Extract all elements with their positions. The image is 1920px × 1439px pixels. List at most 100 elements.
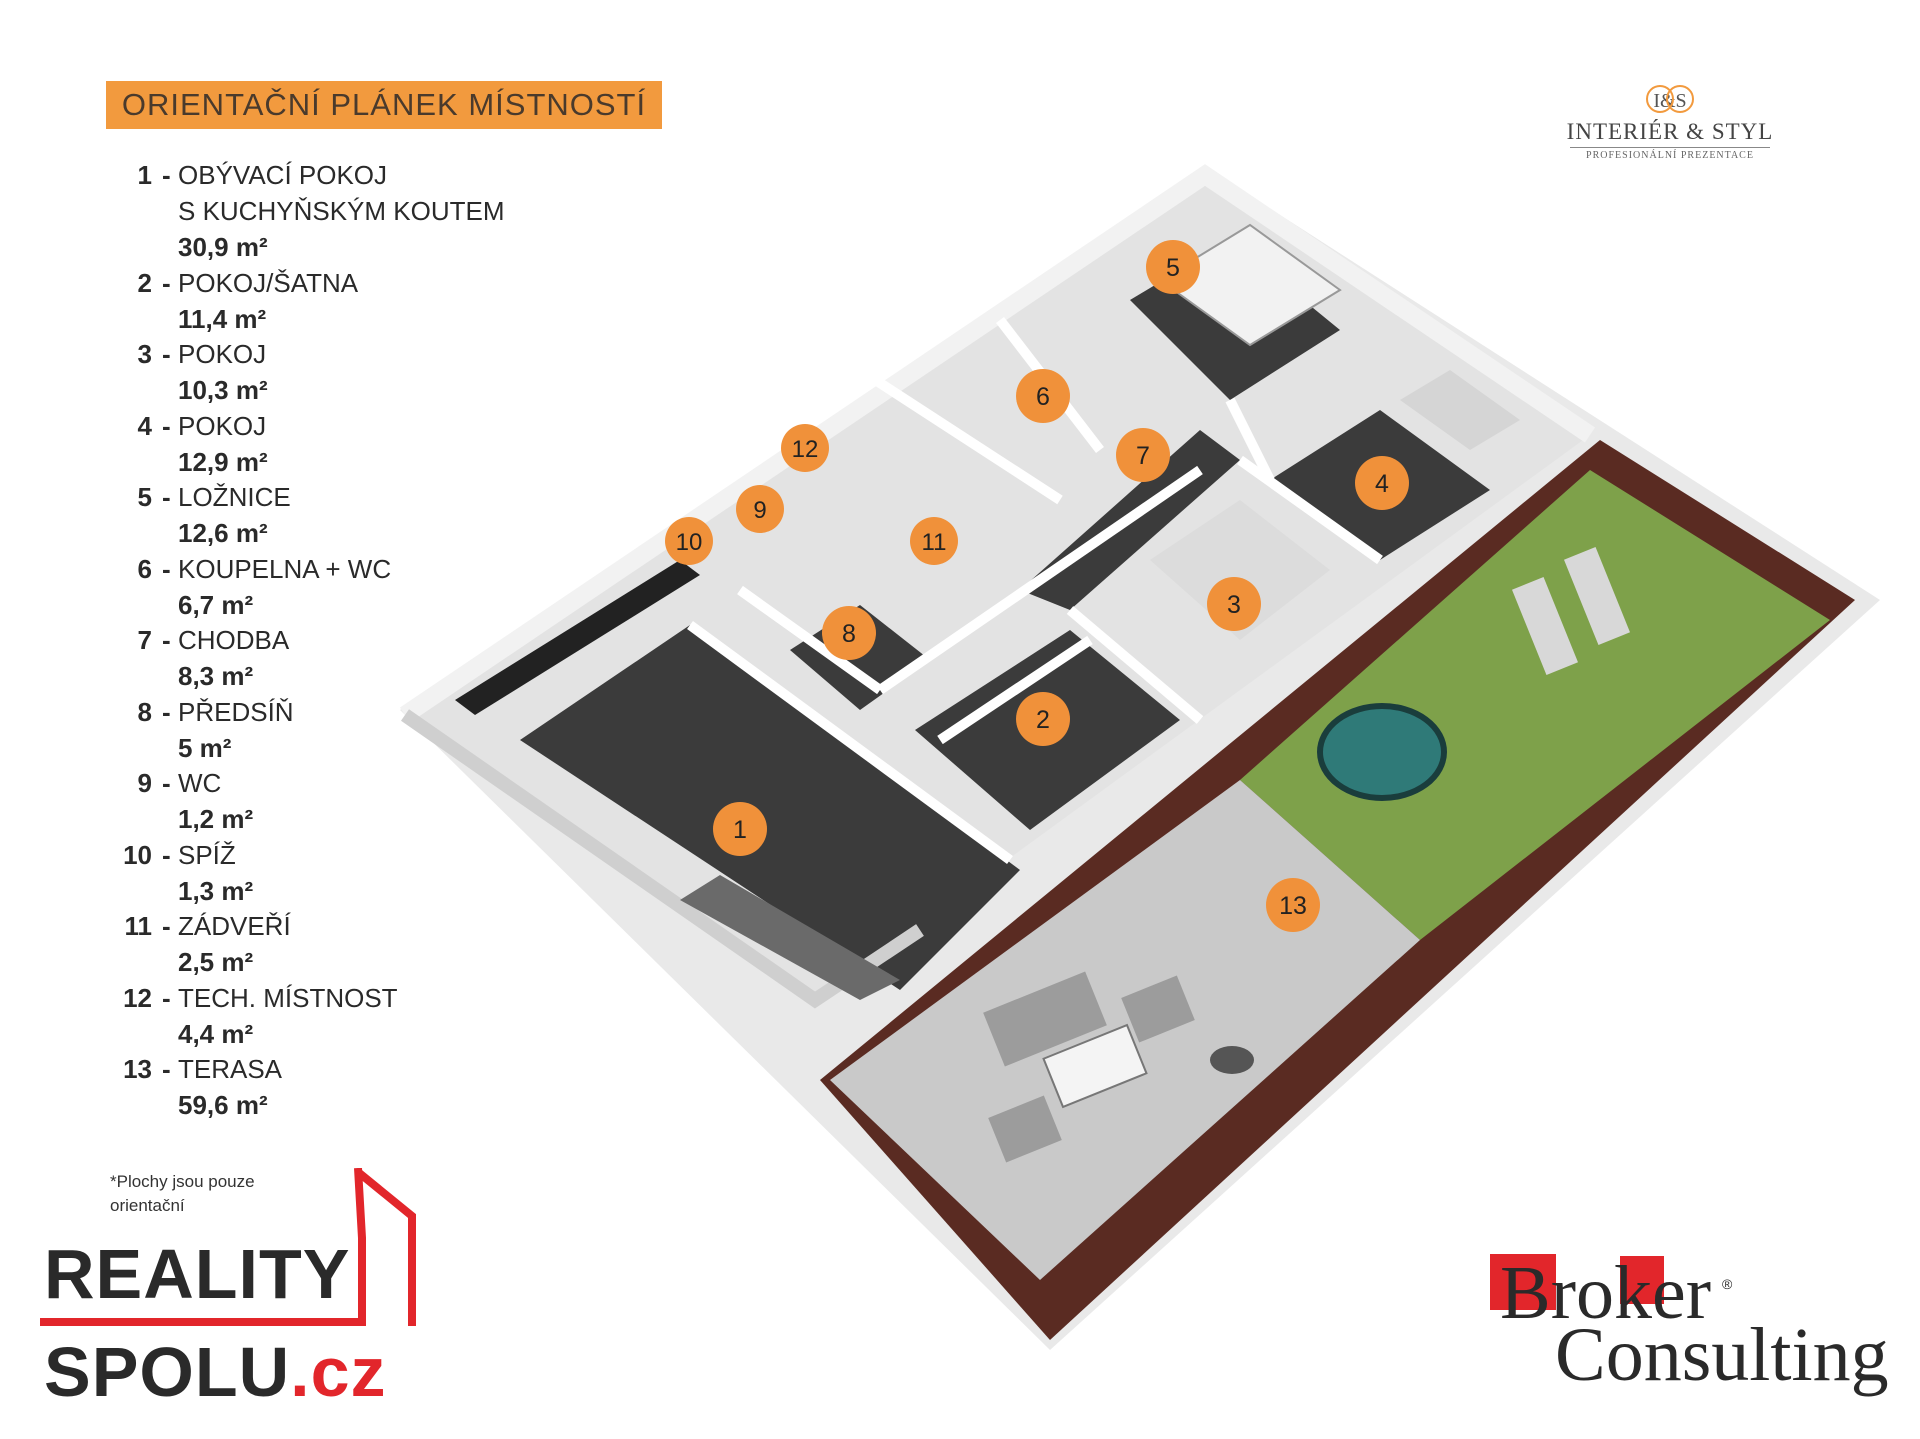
room-number: 6 [137, 553, 152, 584]
outdoor-sofa [983, 971, 1107, 1067]
room-marker-6: 6 [1016, 369, 1070, 423]
room-4-bed [1400, 370, 1520, 450]
kitchen-counter [455, 560, 700, 715]
room-marker-4: 4 [1355, 456, 1409, 510]
legend-item: 5 - LOŽNICE 12,6 m² [108, 482, 528, 554]
room-name: CHODBA [178, 625, 290, 655]
monogram-text: I&S [1653, 90, 1687, 112]
room-area: 4,4 m² [178, 1018, 254, 1049]
room-marker-5: 5 [1146, 240, 1200, 294]
legend-item: 13 - TERASA 59,6 m² [108, 1054, 528, 1126]
room-number: 8 [137, 696, 152, 727]
room-name: ZÁDVEŘÍ [178, 911, 291, 941]
room-legend: 1 - OBÝVACÍ POKOJ S KUCHYŇSKÝM KOUTEM 30… [108, 160, 528, 1126]
room-marker-7: 7 [1116, 428, 1170, 482]
consulting-wordmark: Consulting [1555, 1313, 1889, 1397]
legend-item: 4 - POKOJ 12,9 m² [108, 411, 528, 483]
marker-label: 9 [753, 497, 766, 524]
room-area: 1,2 m² [178, 804, 254, 834]
marker-circle [665, 517, 713, 565]
room-marker-8: 8 [822, 606, 876, 660]
marker-circle [1016, 369, 1070, 423]
interior-walls [687, 316, 1383, 865]
room-marker-12: 12 [781, 424, 829, 472]
room-marker-11: 11 [910, 517, 958, 565]
marker-circle [713, 802, 767, 856]
roof-icon [40, 1168, 416, 1326]
sun-lounger [1564, 546, 1630, 646]
room-dash: - [162, 267, 171, 298]
outdoor-chair [988, 1095, 1062, 1163]
interier-styl-logo: I&S INTERIÉR & STYL PROFESIONÁLNÍ PREZEN… [1560, 84, 1780, 174]
legend-item: 1 - OBÝVACÍ POKOJ S KUCHYŇSKÝM KOUTEM 30… [108, 160, 528, 268]
area-disclaimer: *Plochy jsou pouze orientační [110, 1170, 255, 1218]
room-name: WC [178, 768, 222, 798]
room-area: 11,4 m² [178, 303, 267, 334]
room-dash: - [162, 696, 171, 727]
marker-circle [1207, 577, 1261, 631]
marker-label: 11 [922, 529, 947, 556]
room-number: 9 [137, 768, 152, 798]
marker-circle [1355, 456, 1409, 510]
room-dash: - [162, 160, 171, 190]
outdoor-table [1042, 1023, 1148, 1109]
room-number: 5 [137, 482, 152, 512]
room-number: 12 [123, 982, 152, 1013]
marker-circle [736, 485, 784, 533]
room-dash: - [162, 911, 171, 941]
marker-label: 3 [1227, 591, 1241, 619]
room-area: 8,3 m² [178, 661, 254, 691]
marker-label: 8 [842, 620, 856, 648]
marker-label: 12 [792, 436, 819, 463]
marker-label: 4 [1375, 470, 1389, 498]
lawn-area [1240, 470, 1830, 940]
room-name-line2: S KUCHYŇSKÝM KOUTEM [178, 196, 505, 226]
room-area: 2,5 m² [178, 947, 254, 977]
outdoor-chair [1121, 975, 1195, 1043]
room-name: POKOJ [178, 410, 267, 441]
room-3-floor [1150, 500, 1330, 640]
reality-wordmark: REALITY [44, 1235, 351, 1313]
room-name: PŘEDSÍŇ [178, 696, 294, 727]
room-area: 6,7 m² [178, 589, 254, 620]
plan-title: ORIENTAČNÍ PLÁNEK MÍSTNOSTÍ [121, 87, 647, 122]
marker-label: 5 [1166, 254, 1180, 282]
legend-item: 11 - ZÁDVEŘÍ 2,5 m² [108, 911, 528, 983]
room-name: OBÝVACÍ POKOJ [178, 160, 388, 190]
broker-wordmark: Broker [1500, 1251, 1712, 1335]
room-name: POKOJ [178, 339, 267, 369]
disclaimer-line: orientační [110, 1196, 185, 1215]
spolu-tld: .cz [290, 1333, 387, 1411]
room-marker-1: 1 [713, 802, 767, 856]
room-number: 10 [123, 839, 152, 870]
trampoline [1317, 703, 1447, 801]
monogram-icon [1646, 85, 1694, 113]
room-name: LOŽNICE [178, 482, 291, 512]
floor-plan-illustration: 1 2 3 4 5 6 7 8 9 10 11 12 [399, 164, 1880, 1350]
registered-mark: ® [1722, 1276, 1733, 1292]
room-name: TECH. MÍSTNOST [178, 982, 398, 1013]
room-number: 4 [137, 410, 152, 441]
marker-circle [1116, 428, 1170, 482]
marker-label: 1 [733, 816, 747, 844]
marker-circle [822, 606, 876, 660]
legend-item: 12 - TECH. MÍSTNOST 4,4 m² [108, 983, 528, 1055]
room-number: 13 [123, 1054, 152, 1084]
room-name: SPÍŽ [178, 839, 236, 870]
broker-consulting-logo: Broker ® Consulting [1490, 1250, 1890, 1410]
legend-item: 6 - KOUPELNA + WC 6,7 m² [108, 554, 528, 626]
marker-label: 10 [676, 529, 703, 556]
marker-circle [781, 424, 829, 472]
room-area: 1,3 m² [178, 875, 254, 906]
room-marker-3: 3 [1207, 577, 1261, 631]
room-area: 12,6 m² [178, 518, 268, 548]
bedroom-bed [1158, 223, 1342, 347]
legend-item: 10 - SPÍŽ 1,3 m² [108, 840, 528, 912]
marker-label: 7 [1136, 442, 1150, 470]
legend-item: 8 - PŘEDSÍŇ 5 m² [108, 697, 528, 769]
room-number: 7 [137, 625, 152, 655]
room-dash: - [162, 1054, 171, 1084]
room-name: KOUPELNA + WC [178, 553, 392, 584]
room-area: 10,3 m² [178, 375, 268, 405]
room-dash: - [162, 339, 171, 369]
